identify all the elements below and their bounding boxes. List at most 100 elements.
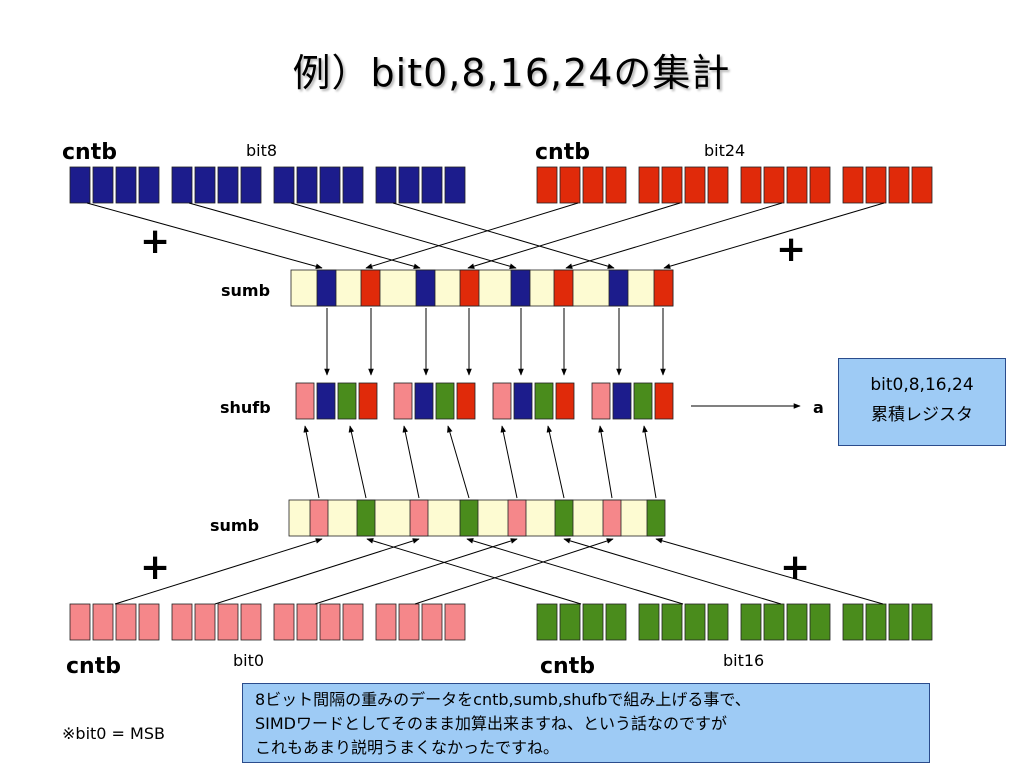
cntb-bit24-byte-cell [740, 166, 762, 204]
shufb-byte [513, 382, 533, 420]
arrow-sumb-to-shufb-up [598, 425, 613, 499]
cntb-bit16-byte-cell [740, 603, 762, 641]
cntb-label-top-right: cntb [535, 140, 590, 165]
cntb-bit24-byte-cell [888, 166, 910, 204]
cntb-bit0-byte-cell [319, 603, 341, 641]
sumb-bottom-slot [459, 499, 479, 537]
note-line-2: SIMDワードとしてそのまま加算出来ますね、という話なのですが [255, 714, 728, 733]
sumb-top-slot [553, 269, 574, 307]
cntb-bit24-byte-cell [559, 166, 581, 204]
cntb-bit8-byte-cell [342, 166, 364, 204]
cntb-bit16-byte-cell [684, 603, 706, 641]
cntb-bit0-byte-cell [273, 603, 295, 641]
sumb-label-bottom: sumb [210, 516, 260, 535]
cntb-bit16-byte-cell [842, 603, 864, 641]
bit24-label: bit24 [704, 141, 746, 160]
cntb-bit24-byte-cell [865, 166, 887, 204]
arrow-bit24-to-sumb [365, 202, 579, 269]
arrow-sumb-to-shufb-up [447, 425, 470, 499]
bit8-label: bit8 [246, 141, 278, 160]
cntb-bit16-byte-cell [536, 603, 558, 641]
shufb-byte [612, 382, 632, 420]
sumb-bottom-slot [356, 499, 376, 537]
shufb-byte [456, 382, 476, 420]
arrow-sumb-to-shufb-up [546, 425, 565, 499]
cntb-bit16-byte-cell [605, 603, 627, 641]
cntb-bit16-byte-cell [582, 603, 604, 641]
accumulator-line-1: bit0,8,16,24 [870, 375, 974, 395]
cntb-bit24-byte-cell [638, 166, 660, 204]
slide-title: 例）bit0,8,16,24の集計 [292, 51, 731, 95]
cntb-bit8-byte-cell [171, 166, 193, 204]
cntb-bit8-byte-cell [92, 166, 114, 204]
shufb-byte [337, 382, 357, 420]
sumb-top-slot [360, 269, 381, 307]
sumb-top-slot [608, 269, 629, 307]
arrow-sumb-to-shufb-up [402, 425, 420, 499]
arrow-bit24-to-sumb [663, 202, 885, 269]
register-a-label: a [813, 398, 824, 417]
sumb-top-slot [510, 269, 531, 307]
cntb-bit0-byte-cell [171, 603, 193, 641]
cntb-bit16-byte-cell [786, 603, 808, 641]
cntb-label-bottom-right: cntb [540, 654, 595, 679]
cntb-bit24-byte-cell [661, 166, 683, 204]
arrow-bit8-to-sumb [86, 202, 323, 270]
plus-sign-bottom-left: + [140, 547, 171, 588]
arrow-bit16-to-sumb [466, 538, 684, 605]
shufb-byte [358, 382, 378, 420]
cntb-bit16-byte-cell [809, 603, 831, 641]
cntb-bit8-byte-cell [115, 166, 137, 204]
cntb-bit8-byte-cell [319, 166, 341, 204]
cntb-bit0-byte-cell [444, 603, 466, 641]
plus-sign-top-left: + [140, 221, 171, 262]
accumulator-line-2: 累積レジスタ [871, 405, 973, 425]
cntb-bit16-byte-cell [638, 603, 660, 641]
sumb-top-slot [415, 269, 436, 307]
arrow-bit0-to-sumb [214, 538, 420, 605]
arrow-bit0-to-sumb [414, 538, 614, 605]
cntb-bit0-byte-cell [421, 603, 443, 641]
arrow-bit24-to-sumb [467, 202, 681, 269]
arrow-bit8-to-sumb [188, 202, 421, 269]
bit16-label: bit16 [723, 651, 765, 670]
cntb-bit24-byte-cell [786, 166, 808, 204]
sumb-bottom-slot [646, 499, 666, 537]
accumulator-register-box: bit0,8,16,24 累積レジスタ [838, 358, 1006, 446]
cntb-bit16-byte-cell [661, 603, 683, 641]
cntb-label-bottom-left: cntb [66, 654, 121, 679]
cntb-bit24-byte-cell [763, 166, 785, 204]
shufb-byte [591, 382, 611, 420]
cntb-bit16-byte-cell [707, 603, 729, 641]
cntb-bit24-byte-cell [684, 166, 706, 204]
arrow-bit8-to-sumb [290, 202, 517, 269]
cntb-bit0-byte-cell [296, 603, 318, 641]
plus-sign-top-right: + [776, 229, 807, 270]
cntb-bit16-byte-cell [865, 603, 887, 641]
arrow-bit8-to-sumb [392, 202, 615, 269]
shufb-byte [654, 382, 674, 420]
cntb-bit24-byte-cell [707, 166, 729, 204]
cntb-bit8-byte-cell [69, 166, 91, 204]
cntb-bit0-byte-cell [138, 603, 160, 641]
sumb-label-top: sumb [221, 281, 271, 300]
shufb-byte [393, 382, 413, 420]
arrow-bit16-to-sumb [366, 538, 582, 605]
cntb-bit24-byte-cell [842, 166, 864, 204]
arrow-bit0-to-sumb [314, 538, 518, 605]
sumb-bottom-slot [602, 499, 622, 537]
sumb-top-slot [653, 269, 674, 307]
cntb-bit24-byte-cell [809, 166, 831, 204]
cntb-bit0-byte-cell [92, 603, 114, 641]
sumb-bottom-slot [507, 499, 527, 537]
arrow-sumb-to-shufb-up [500, 425, 518, 499]
sumb-top-slot [459, 269, 480, 307]
cntb-bit8-byte-cell [194, 166, 216, 204]
shufb-byte [555, 382, 575, 420]
arrow-sumb-to-shufb-up [642, 425, 657, 499]
cntb-bit8-byte-cell [375, 166, 397, 204]
sumb-bottom-slot [554, 499, 574, 537]
arrow-bit24-to-sumb [565, 202, 783, 269]
cntb-bit8-byte-cell [296, 166, 318, 204]
cntb-bit8-byte-cell [240, 166, 262, 204]
